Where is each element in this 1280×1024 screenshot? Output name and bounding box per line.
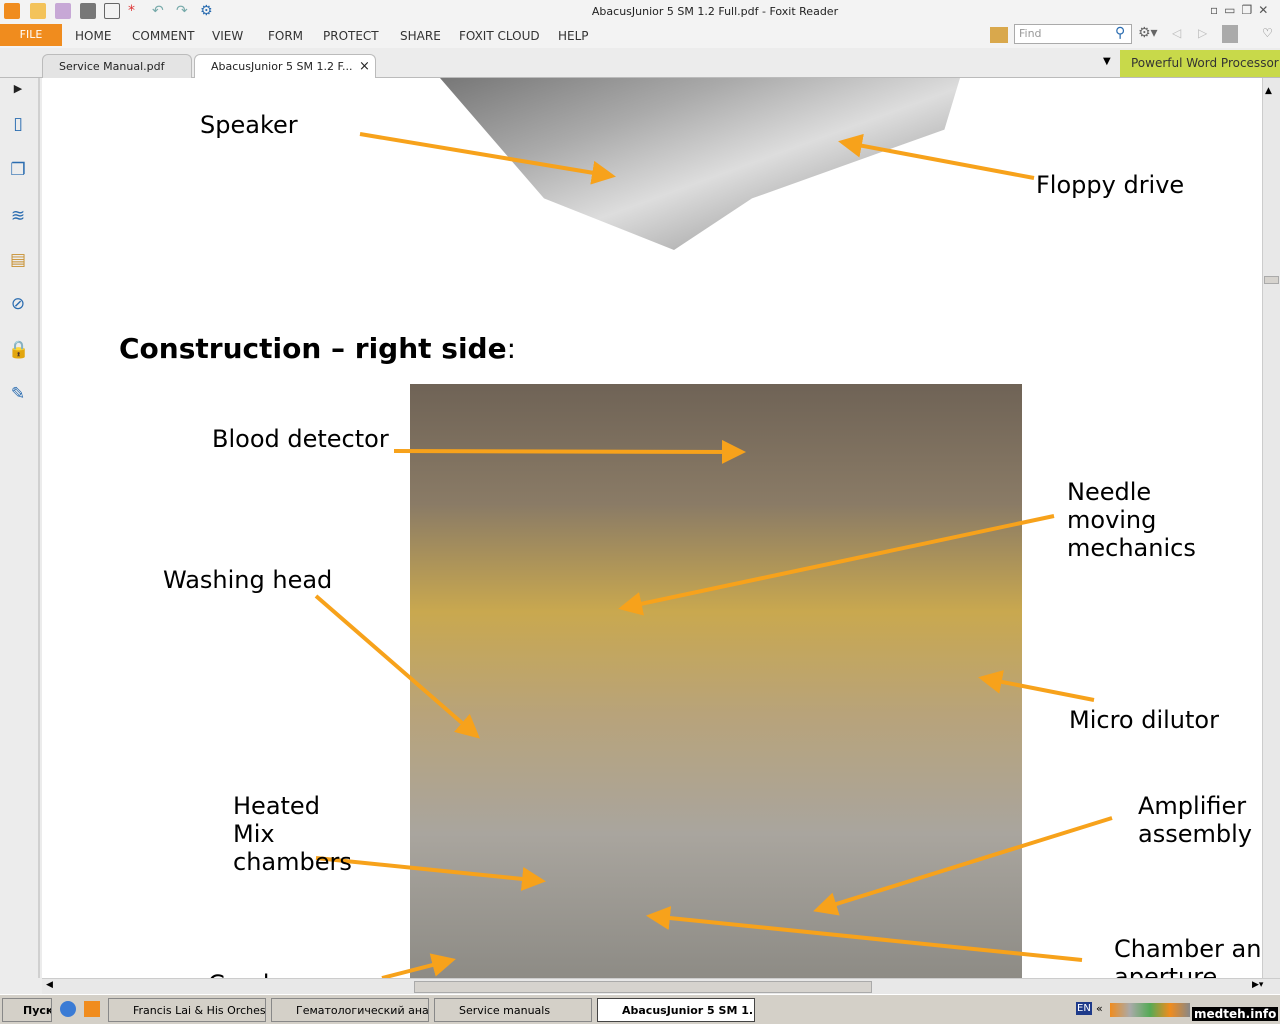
- file-menu-button[interactable]: FILE: [0, 24, 62, 46]
- heading-colon: :: [506, 332, 517, 365]
- navigation-sidebar: ▶ ▯ ❐ ≋ ▤ ⊘ 🔒 ✎: [0, 78, 40, 978]
- taskbar: Пуск Francis Lai & His Orchest... Гемато…: [0, 994, 1280, 1024]
- label-partial-cut: Camber: [208, 970, 303, 978]
- task-browser[interactable]: Гематологический ана...: [271, 998, 429, 1022]
- properties-icon[interactable]: [104, 3, 120, 19]
- ie-icon[interactable]: [60, 1001, 76, 1017]
- pages-icon[interactable]: ❐: [10, 160, 26, 180]
- open-folder-icon[interactable]: [30, 3, 46, 19]
- find-folder-icon[interactable]: [990, 27, 1008, 43]
- task-foxit-reader[interactable]: AbacusJunior 5 SM 1....: [597, 998, 755, 1022]
- label-heated-mix-chambers: Heated Mix chambers: [233, 792, 352, 876]
- window-title: AbacusJunior 5 SM 1.2 Full.pdf - Foxit R…: [591, 5, 839, 18]
- horizontal-scroll-thumb[interactable]: [414, 981, 872, 993]
- undo-icon[interactable]: ↶: [152, 3, 164, 19]
- comments-icon[interactable]: ▤: [9, 250, 27, 270]
- scroll-right-icon[interactable]: ▶▾: [1252, 980, 1264, 990]
- signature-icon[interactable]: ✎: [10, 384, 26, 404]
- scroll-left-icon[interactable]: ◀: [46, 980, 53, 990]
- system-tray-icons[interactable]: [1110, 1003, 1190, 1017]
- menu-comment[interactable]: COMMENT: [132, 29, 195, 43]
- gear-icon[interactable]: ⚙: [200, 3, 213, 19]
- search-icon[interactable]: ⚲: [1115, 25, 1126, 41]
- print-icon[interactable]: [80, 3, 96, 19]
- menu-share[interactable]: SHARE: [400, 29, 441, 43]
- menu-protect[interactable]: PROTECT: [323, 29, 379, 43]
- heading-text: Construction – right side: [119, 332, 507, 365]
- pdf-page: Speaker Floppy drive Construction – righ…: [42, 78, 1262, 978]
- redo-icon[interactable]: ↷: [176, 3, 188, 19]
- label-washing-head: Washing head: [163, 566, 333, 594]
- find-input[interactable]: Find: [1014, 24, 1132, 44]
- menu-home[interactable]: HOME: [75, 29, 112, 43]
- title-bar: * ↶ ↷ ⚙ AbacusJunior 5 SM 1.2 Full.pdf -…: [0, 0, 1280, 24]
- promo-banner[interactable]: Powerful Word Processor: [1120, 50, 1280, 77]
- label-needle-moving-mechanics: Needle moving mechanics: [1067, 478, 1196, 562]
- tab-bar: [0, 48, 1280, 78]
- label-amplifier-assembly: Amplifier assembly: [1138, 792, 1252, 848]
- tab-label: AbacusJunior 5 SM 1.2 F...: [211, 60, 353, 73]
- watermark: medteh.info: [1192, 1007, 1279, 1021]
- task-music-player[interactable]: Francis Lai & His Orchest...: [108, 998, 266, 1022]
- vertical-scrollbar[interactable]: ▲: [1262, 78, 1280, 978]
- foxit-quicklaunch-icon[interactable]: [84, 1001, 100, 1017]
- settings-icon[interactable]: ⚙▾: [1138, 25, 1158, 41]
- layers-icon[interactable]: ≋: [10, 206, 26, 226]
- attachment-icon[interactable]: ⊘: [10, 294, 26, 314]
- tray-expand-icon[interactable]: «: [1096, 1002, 1103, 1015]
- heart-icon[interactable]: ♡: [1262, 26, 1273, 40]
- section-heading: Construction – right side:: [119, 332, 516, 365]
- window-controls[interactable]: ▫▭❐✕: [1210, 3, 1275, 17]
- label-floppy-drive: Floppy drive: [1036, 171, 1185, 199]
- menu-help[interactable]: HELP: [558, 29, 589, 43]
- language-indicator[interactable]: EN: [1076, 1002, 1092, 1015]
- horizontal-scrollbar[interactable]: ◀ ▶▾: [42, 978, 1280, 994]
- menu-foxit-cloud[interactable]: FOXIT CLOUD: [459, 29, 540, 43]
- label-blood-detector: Blood detector: [212, 425, 389, 453]
- callout-arrows: [314, 132, 1113, 978]
- label-micro-dilutor: Micro dilutor: [1069, 706, 1219, 734]
- task-explorer[interactable]: Service manuals: [434, 998, 592, 1022]
- start-button[interactable]: Пуск: [2, 998, 52, 1022]
- expand-panel-icon[interactable]: ▶: [13, 82, 23, 95]
- tab-list-dropdown-icon[interactable]: ▼: [1103, 56, 1111, 67]
- avatar[interactable]: [1222, 25, 1238, 43]
- save-icon[interactable]: [55, 3, 71, 19]
- foxit-logo-icon: [4, 3, 20, 19]
- tab-abacus-junior[interactable]: AbacusJunior 5 SM 1.2 F... ×: [194, 54, 376, 78]
- tab-service-manual[interactable]: Service Manual.pdf: [42, 54, 192, 78]
- close-tab-icon[interactable]: ×: [359, 59, 370, 74]
- next-icon[interactable]: ▷: [1198, 26, 1208, 40]
- menu-form[interactable]: FORM: [268, 29, 304, 43]
- previous-icon[interactable]: ◁: [1172, 26, 1182, 40]
- menu-view[interactable]: VIEW: [212, 29, 244, 43]
- vertical-scroll-thumb[interactable]: [1264, 276, 1279, 284]
- new-document-icon[interactable]: *: [128, 3, 135, 19]
- scroll-up-icon[interactable]: ▲: [1265, 86, 1272, 96]
- bookmark-icon[interactable]: ▯: [13, 114, 23, 134]
- lock-icon[interactable]: 🔒: [8, 340, 30, 360]
- label-speaker: Speaker: [200, 111, 298, 139]
- label-chamber-and-aperture: Chamber and aperture: [1114, 935, 1262, 978]
